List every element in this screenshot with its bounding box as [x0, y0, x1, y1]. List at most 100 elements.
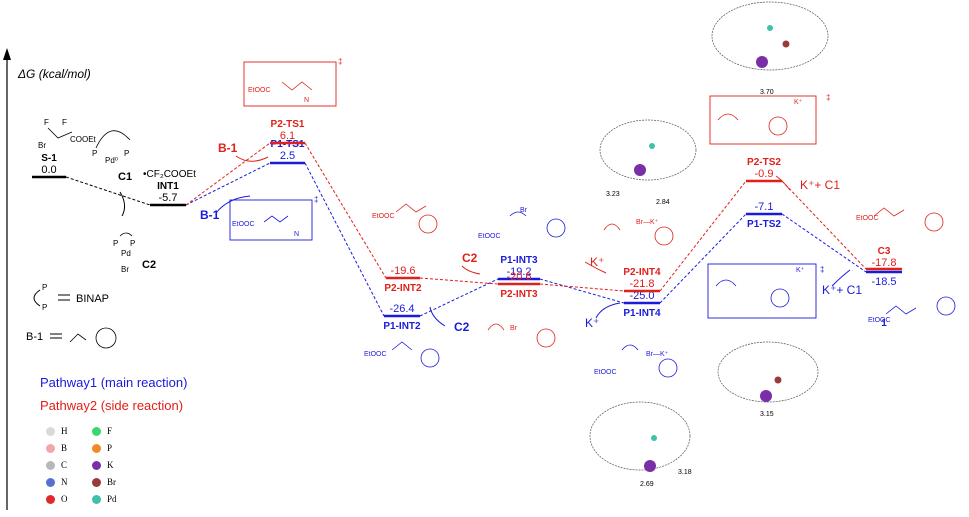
reagent-k-blue: K⁺ — [585, 316, 599, 330]
reagent-b1-red: B-1 — [218, 141, 238, 155]
svg-text:N: N — [304, 97, 309, 104]
svg-text:EtOOC: EtOOC — [594, 369, 617, 376]
model-p1-ts2: 3.15 — [717, 341, 819, 418]
level-value-p2-int3: -20.6 — [506, 271, 531, 283]
structure-p1-int3: EtOOC Br — [478, 207, 566, 240]
level-name-p2-int3: P2-INT3 — [500, 289, 538, 300]
reagent-c2-red: C2 — [462, 251, 478, 265]
energy-levels: S-10.0INT1-5.7P1-TS12.5P1-INT2-26.4P1-IN… — [32, 119, 902, 332]
atom-symbol-b: B — [61, 443, 68, 453]
y-axis — [3, 48, 11, 510]
atom-key-k: K — [92, 460, 114, 470]
atom-key-h: H — [46, 426, 68, 436]
atom-dot-pd — [92, 494, 101, 504]
structure-s1-radical: EtOOC — [364, 341, 440, 368]
atom-dot-o — [46, 494, 55, 504]
svg-text:2.69: 2.69 — [640, 481, 654, 488]
structure-p1-ts2: K⁺ ‡ — [707, 263, 824, 319]
connector-pathway1-main-reaction--p1-ts2 — [659, 213, 747, 304]
reagent-c1: C1 — [118, 171, 132, 183]
svg-text:3.23: 3.23 — [606, 191, 620, 198]
atom-key-pd: Pd — [92, 494, 117, 504]
y-axis-label: ΔG (kcal/mol) — [17, 67, 91, 81]
svg-text:‡: ‡ — [338, 57, 342, 66]
connector-pathway2-side-reaction--p2-int4 — [539, 283, 625, 292]
svg-text:Br: Br — [510, 325, 518, 332]
svg-text:COOEt: COOEt — [70, 135, 97, 144]
svg-text:3.15: 3.15 — [760, 411, 774, 418]
svg-text:Br: Br — [121, 265, 129, 274]
level-value-p2-ts1: 6.1 — [280, 130, 295, 142]
structure-product-1: EtOOC — [868, 296, 956, 324]
svg-text:EtOOC: EtOOC — [478, 233, 501, 240]
reagent-k-red: K⁺ — [590, 255, 604, 269]
legend-pathway1: Pathway1 (main reaction) — [40, 375, 188, 390]
svg-text:F: F — [44, 118, 49, 127]
svg-text:EtOOC: EtOOC — [856, 215, 879, 222]
connector-pathway1-main-reaction--p1-int4 — [539, 278, 625, 304]
atom-key-br: Br — [92, 477, 116, 487]
svg-text:Br—K⁺: Br—K⁺ — [646, 351, 669, 358]
atom-dot-b — [46, 443, 55, 453]
svg-text:‡: ‡ — [314, 195, 318, 204]
reagent-c2: C2 — [142, 259, 156, 271]
svg-text:F: F — [62, 118, 67, 127]
level-value-p1-ts2: -7.1 — [755, 201, 774, 213]
level-name-p2-int2: P2-INT2 — [384, 283, 422, 294]
level-name-c3: C3 — [878, 246, 891, 257]
atom-dot-c — [46, 460, 55, 470]
svg-text:Br—K⁺: Br—K⁺ — [636, 219, 659, 226]
level-value-p2-ts2: -0.9 — [755, 168, 774, 180]
svg-text:EtOOC: EtOOC — [868, 317, 891, 324]
reagent-arrows — [119, 155, 851, 327]
svg-text:N: N — [294, 231, 299, 238]
connector-pathway2-side-reaction--p2-ts2 — [659, 180, 747, 292]
connector-pathway1-main-reaction--1 — [781, 213, 867, 273]
atom-dot-br — [92, 477, 101, 487]
connector-pathway1-main-reaction--p1-int2 — [304, 162, 385, 317]
structure-p2-int4: Br—K⁺ — [603, 219, 674, 246]
svg-text:P: P — [113, 239, 118, 248]
level-name-p1-ts2: P1-TS2 — [747, 219, 781, 230]
radical-cf2cooet: •CF₂COOEt — [143, 169, 196, 180]
svg-text:‡: ‡ — [826, 93, 830, 102]
structure-p2-int3: Br — [487, 323, 556, 348]
structure-p1-int4: EtOOC Br—K⁺ — [594, 344, 678, 378]
svg-text:K⁺: K⁺ — [794, 99, 803, 106]
b1-key: B-1 — [26, 327, 117, 349]
reagent-k-c1-red: K⁺+ C1 — [800, 178, 840, 192]
reagent-c2-blue: C2 — [454, 320, 470, 334]
svg-text:EtOOC: EtOOC — [248, 87, 271, 94]
level-name-p2-ts1: P2-TS1 — [271, 119, 305, 130]
svg-text:3.18: 3.18 — [678, 469, 692, 476]
model-p1-int4: 3.18 2.69 — [589, 401, 692, 488]
binap-key: PP BINAP — [33, 283, 109, 312]
atom-key-o: O — [46, 494, 68, 504]
model-p2-int4: 3.23 2.84 — [599, 119, 697, 206]
atom-symbol-pd: Pd — [107, 494, 117, 504]
svg-text:B-1: B-1 — [26, 331, 43, 343]
atom-dot-h — [46, 426, 55, 436]
svg-text:P: P — [42, 303, 47, 312]
svg-text:Pd⁰: Pd⁰ — [105, 156, 118, 165]
svg-text:Br: Br — [520, 207, 528, 214]
atom-key-p: P — [92, 443, 112, 453]
atom-dot-n — [46, 477, 55, 487]
level-value-p1-ts1: 2.5 — [280, 150, 295, 162]
level-value-1: -18.5 — [871, 276, 896, 288]
connector-pathway2-side-reaction--p2-int2 — [304, 142, 387, 279]
atom-symbol-c: C — [61, 460, 68, 470]
pathway-connectors — [65, 142, 867, 317]
level-name-1: 1 — [881, 318, 887, 329]
level-name-p1-int4: P1-INT4 — [623, 308, 661, 319]
svg-text:Br: Br — [38, 141, 46, 150]
svg-text:Pd: Pd — [121, 249, 131, 258]
connector-pathway2-side-reaction--c3 — [781, 180, 867, 270]
structure-p2-ts2: K⁺ ‡ — [709, 93, 830, 145]
level-name-p1-int2: P1-INT2 — [383, 321, 421, 332]
atom-key-n: N — [46, 477, 68, 487]
svg-text:2.84: 2.84 — [656, 199, 670, 206]
level-value-s-1: 0.0 — [41, 164, 56, 176]
